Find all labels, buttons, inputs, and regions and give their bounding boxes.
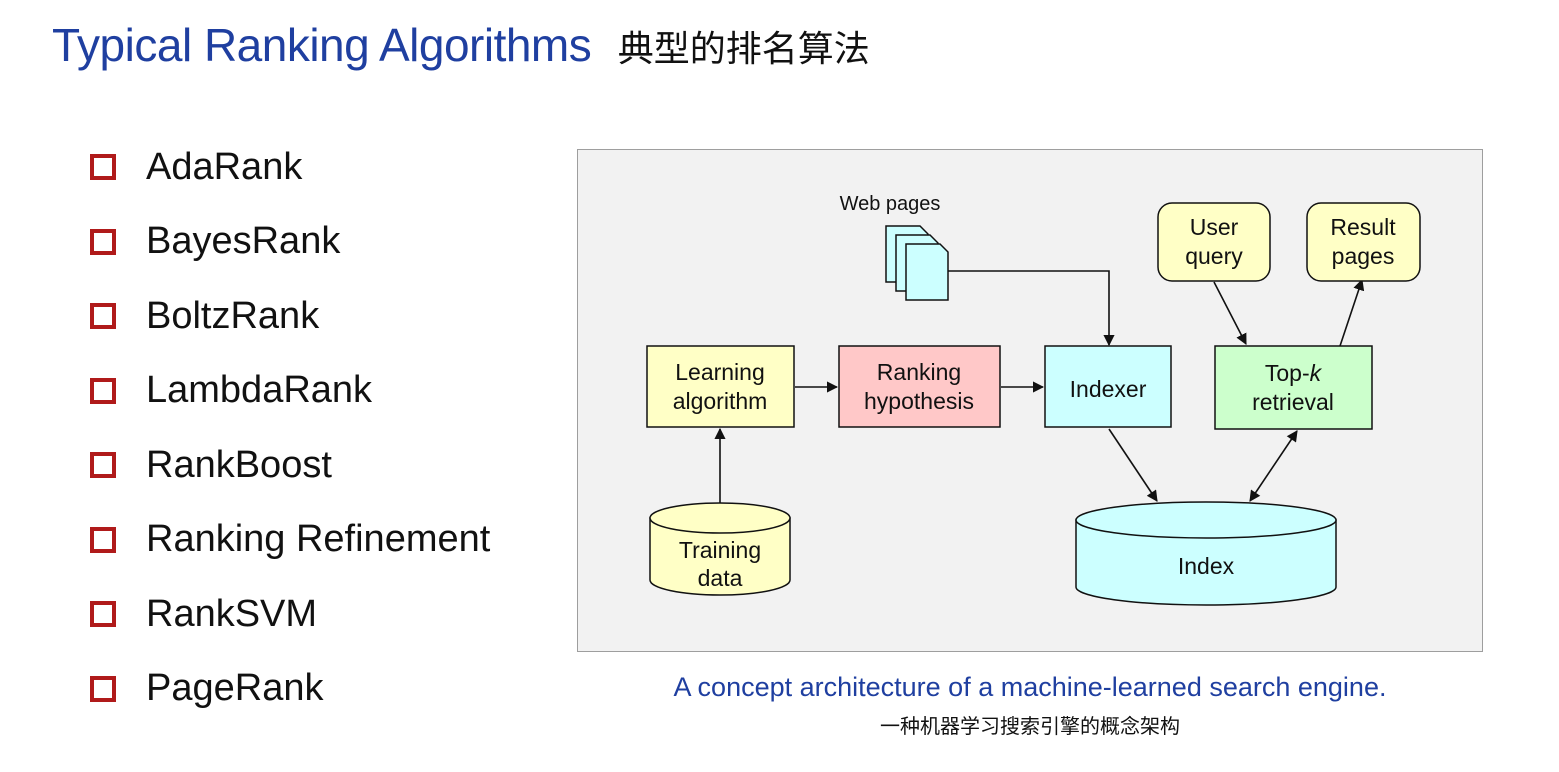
indexer-label: Indexer <box>1070 376 1147 402</box>
list-item: PageRank <box>90 652 490 727</box>
index-label: Index <box>1178 553 1235 579</box>
learning-algorithm-label-line1: Learning <box>675 359 765 385</box>
algorithm-label: RankBoost <box>146 443 332 486</box>
checkbox-bullet-icon <box>90 675 116 702</box>
list-item: AdaRank <box>90 130 490 205</box>
algorithm-label: AdaRank <box>146 145 303 188</box>
algorithm-label: LambdaRank <box>146 369 373 412</box>
training-data-cylinder <box>649 502 791 596</box>
topk-retrieval-label-line1: Top-k <box>1265 360 1323 386</box>
learning-algorithm-label-line2: algorithm <box>673 388 768 414</box>
list-item: BoltzRank <box>90 279 490 354</box>
indexer-box <box>1044 345 1172 428</box>
index-top <box>1075 501 1337 539</box>
checkbox-bullet-icon <box>90 303 116 330</box>
architecture-diagram: Web pages Learning algorithm Ranking hyp… <box>577 149 1483 652</box>
checkbox-bullet-icon <box>90 154 116 181</box>
ranking-hypothesis-label-line2: hypothesis <box>864 388 974 414</box>
list-item: Ranking Refinement <box>90 503 490 578</box>
arrow-webpages-to-indexer <box>948 270 1115 347</box>
algorithm-label: BoltzRank <box>146 294 320 337</box>
checkbox-bullet-icon <box>90 228 116 255</box>
user-query-label-line1: User <box>1190 214 1239 240</box>
checkbox-bullet-icon <box>90 601 116 628</box>
ranking-hypothesis-box <box>838 345 1001 428</box>
algorithm-label: Ranking Refinement <box>146 518 491 561</box>
result-pages-label-line2: pages <box>1332 243 1395 269</box>
ranking-hypothesis-label-line1: Ranking <box>877 359 961 385</box>
list-item: LambdaRank <box>90 354 490 429</box>
arrow-query-to-topk <box>1213 281 1247 345</box>
diagram-canvas: Web pages Learning algorithm Ranking hyp… <box>646 193 1421 606</box>
arrow-indexer-to-index <box>1108 428 1158 502</box>
topk-retrieval-label-line2: retrieval <box>1252 389 1334 415</box>
learning-algorithm-box <box>646 345 795 428</box>
training-data-label-line1: Training <box>679 537 761 563</box>
title-chinese: 典型的排名算法 <box>617 29 870 70</box>
topk-prefix: Top- <box>1265 360 1310 386</box>
training-data-top <box>649 502 791 534</box>
result-pages-label-line1: Result <box>1330 214 1396 240</box>
algorithm-label: RankSVM <box>146 592 318 635</box>
caption-english: A concept architecture of a machine-lear… <box>673 672 1387 702</box>
slide-title: Typical Ranking Algorithms 典型的排名算法 <box>52 18 870 72</box>
arrow-topk-index-bidirectional <box>1249 430 1298 502</box>
user-query-box <box>1157 202 1271 282</box>
connectors <box>714 270 1365 503</box>
web-pages-icon <box>885 225 949 301</box>
list-item: BayesRank <box>90 205 490 280</box>
checkbox-bullet-icon <box>90 452 116 479</box>
web-pages-label: Web pages <box>840 193 941 215</box>
index-cylinder <box>1075 501 1337 606</box>
caption-chinese: 一种机器学习搜索引擎的概念架构 <box>880 714 1180 738</box>
algorithm-label: PageRank <box>146 667 324 710</box>
checkbox-bullet-icon <box>90 526 116 553</box>
title-english: Typical Ranking Algorithms <box>52 19 592 71</box>
index-body <box>1075 519 1337 606</box>
list-item: RankSVM <box>90 577 490 652</box>
algorithm-list: AdaRank BayesRank BoltzRank LambdaRank R… <box>90 130 490 726</box>
arrow-topk-to-results <box>1339 278 1365 347</box>
training-data-body <box>649 517 791 596</box>
algorithm-label: BayesRank <box>146 220 341 263</box>
result-pages-box <box>1306 202 1421 282</box>
training-data-label-line2: data <box>698 565 743 591</box>
topk-k-italic: k <box>1310 360 1323 386</box>
user-query-label-line2: query <box>1185 243 1243 269</box>
topk-retrieval-box <box>1214 345 1373 430</box>
list-item: RankBoost <box>90 428 490 503</box>
checkbox-bullet-icon <box>90 377 116 404</box>
